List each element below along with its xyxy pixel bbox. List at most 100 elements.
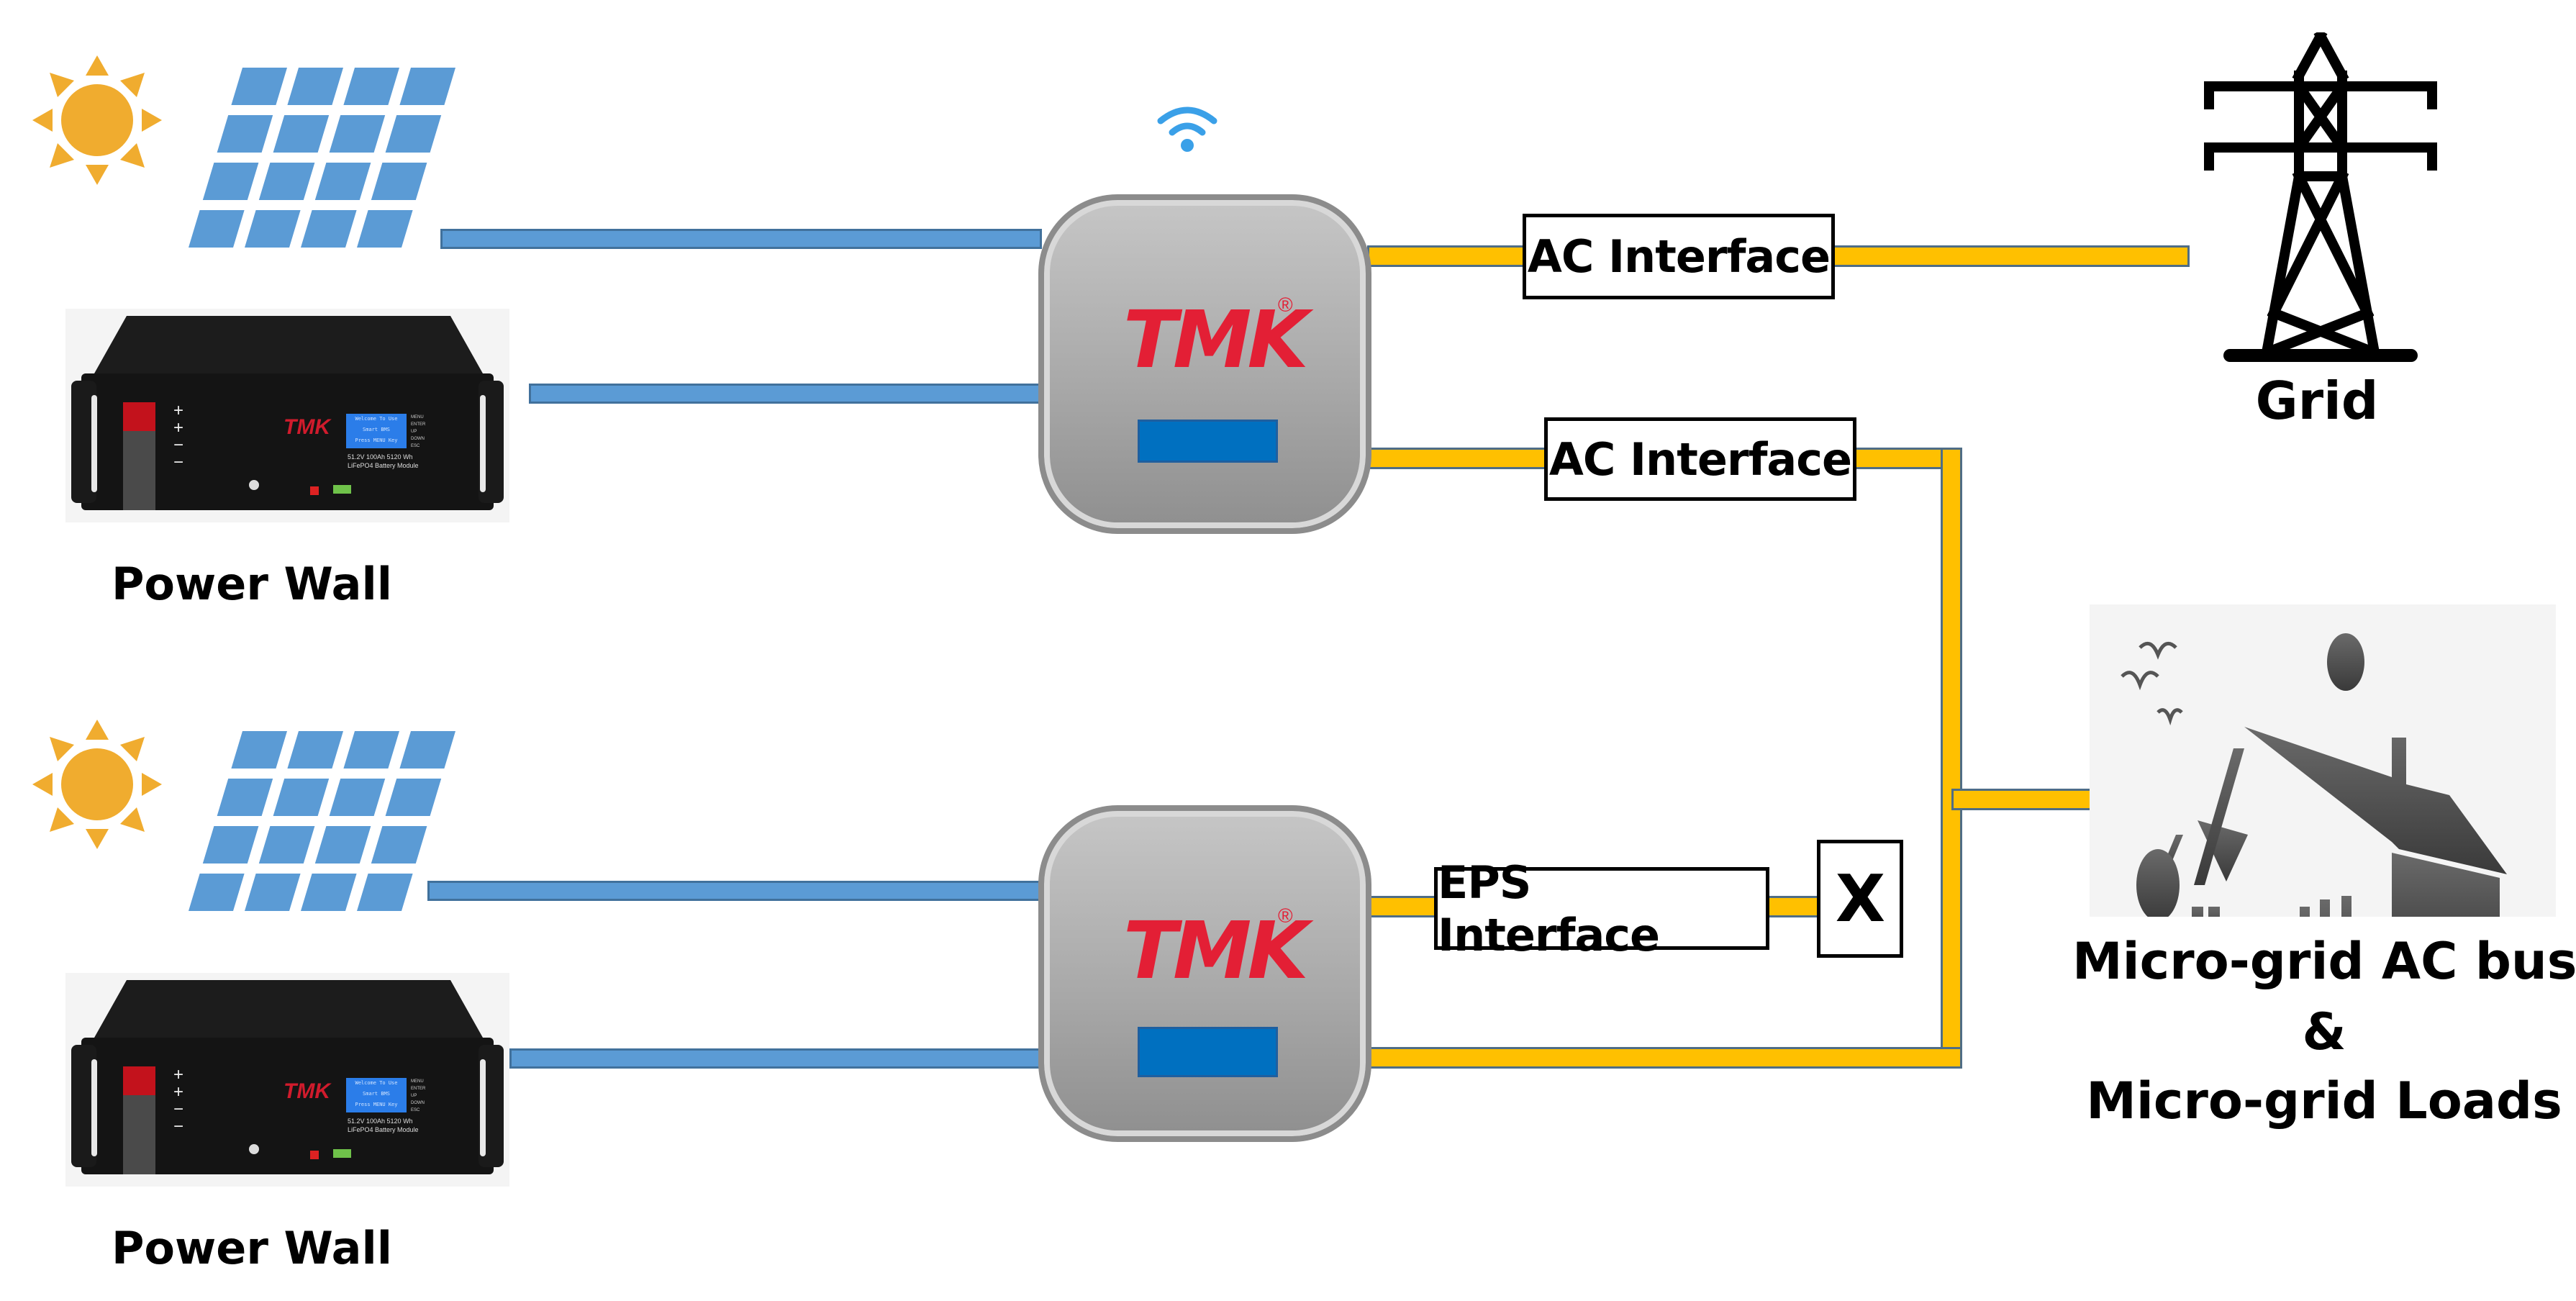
dc-line-pv2-to-inverter2 xyxy=(427,881,1042,901)
solar-cell xyxy=(287,68,343,105)
microgrid-label-line3: Micro-grid Loads xyxy=(2086,1071,2562,1130)
solar-cell xyxy=(258,826,315,863)
battery-button-menu: MENU xyxy=(411,1079,424,1084)
inverter-display xyxy=(1138,1027,1278,1077)
solar-cell xyxy=(273,115,330,153)
power-wall-label: Power Wall xyxy=(111,1222,393,1274)
solar-cell xyxy=(343,68,399,105)
battery-terminals: + + − − xyxy=(173,402,183,471)
house-icon xyxy=(2090,604,2556,917)
solar-cell xyxy=(231,68,287,105)
solar-cell xyxy=(273,779,330,816)
inverter-logo: TMK xyxy=(1123,294,1309,386)
solar-cell xyxy=(287,731,343,769)
battery-button-esc: ESC xyxy=(411,1108,420,1112)
inverter-logo-text: TMK xyxy=(1123,905,1309,997)
terminal-negative: − xyxy=(173,435,184,455)
battery-screen-line: Welcome To Use xyxy=(355,1080,398,1086)
battery-button-enter: ENTER xyxy=(411,1087,426,1091)
battery-rack-icon xyxy=(65,973,509,1187)
solar-cell xyxy=(357,210,413,248)
sun-icon xyxy=(32,720,162,849)
dc-line-pv1-to-inverter1 xyxy=(440,229,1042,249)
solar-cell xyxy=(189,210,245,248)
solar-cell xyxy=(385,115,442,153)
battery-logo: TMK xyxy=(284,1079,330,1103)
battery-buttons: MENU ENTER UP DOWN ESC xyxy=(411,414,425,450)
dc-line-battery2-to-inverter2 xyxy=(509,1048,1042,1069)
eps-disconnected-box: X xyxy=(1817,840,1903,958)
solar-cell xyxy=(301,210,357,248)
wifi-icon xyxy=(1157,106,1217,152)
battery-buttons: MENU ENTER UP DOWN ESC xyxy=(411,1078,425,1114)
solar-cell xyxy=(245,874,301,911)
ac-bus-to-house xyxy=(1951,789,2092,810)
ac-interface-grid-box: AC Interface xyxy=(1523,214,1835,299)
ac-bus-vertical xyxy=(1941,448,1962,1068)
solar-cell xyxy=(329,779,386,816)
battery-screen-line: Welcome To Use xyxy=(355,416,398,422)
solar-cell xyxy=(371,163,427,200)
battery-screen: Welcome To Use Smart BMS Press MENU Key xyxy=(346,1078,407,1112)
inverter-display xyxy=(1138,420,1278,463)
battery-screen-line: Press MENU Key xyxy=(355,1102,398,1107)
solar-panel-icon xyxy=(189,731,455,911)
solar-cell xyxy=(329,115,386,153)
power-wall-label: Power Wall xyxy=(111,558,393,610)
solar-cell xyxy=(385,779,442,816)
solar-cell xyxy=(258,163,315,200)
terminal-positive: + xyxy=(173,1065,184,1084)
solar-cell xyxy=(399,68,455,105)
power-wall-battery: TMK Welcome To Use Smart BMS Press MENU … xyxy=(65,973,509,1187)
battery-screen: Welcome To Use Smart BMS Press MENU Key xyxy=(346,414,407,448)
battery-spec-line2: LiFePO4 Battery Module xyxy=(348,462,419,469)
battery-screen-line: Smart BMS xyxy=(363,1091,390,1097)
solar-cell xyxy=(231,731,287,769)
battery-screen-line: Smart BMS xyxy=(363,427,390,432)
eps-interface-box: EPS Interface xyxy=(1434,856,1769,961)
terminal-positive: + xyxy=(173,1082,184,1102)
battery-button-esc: ESC xyxy=(411,444,420,448)
battery-button-up: UP xyxy=(411,430,417,434)
hybrid-inverter-2: TMK ® xyxy=(1038,805,1371,1142)
solar-cell xyxy=(202,826,259,863)
hybrid-inverter-1: TMK ® xyxy=(1038,194,1371,534)
inverter-logo-text: TMK xyxy=(1123,294,1309,386)
battery-logo: TMK xyxy=(284,415,330,439)
battery-screen-line: Press MENU Key xyxy=(355,438,398,443)
battery-spec-line2: LiFePO4 Battery Module xyxy=(348,1126,419,1133)
terminal-negative: − xyxy=(173,453,184,472)
ac-line-inverter2-to-bus xyxy=(1367,1047,1962,1069)
battery-spec: 51.2V 100Ah 5120 Wh LiFePO4 Battery Modu… xyxy=(348,453,419,470)
sun-icon xyxy=(32,55,162,185)
battery-button-menu: MENU xyxy=(411,415,424,420)
microgrid-label-line2: & xyxy=(2302,1002,2346,1061)
power-wall-battery: TMK Welcome To Use Smart BMS Press MENU … xyxy=(65,309,509,522)
terminal-positive: + xyxy=(173,401,184,420)
solar-cell xyxy=(371,826,427,863)
transmission-tower-icon xyxy=(2204,32,2437,362)
battery-button-down: DOWN xyxy=(411,437,425,441)
solar-cell xyxy=(245,210,301,248)
grid-label: Grid xyxy=(2255,371,2379,431)
dc-line-battery1-to-inverter1 xyxy=(529,384,1042,404)
solar-cell xyxy=(202,163,259,200)
battery-button-enter: ENTER xyxy=(411,422,426,427)
battery-spec: 51.2V 100Ah 5120 Wh LiFePO4 Battery Modu… xyxy=(348,1117,419,1134)
terminal-positive: + xyxy=(173,418,184,438)
registered-mark: ® xyxy=(1278,294,1293,316)
battery-spec-line1: 51.2V 100Ah 5120 Wh xyxy=(348,1118,413,1125)
ac-interface-microgrid-box: AC Interface xyxy=(1544,417,1856,501)
battery-button-down: DOWN xyxy=(411,1101,425,1105)
solar-panel-icon xyxy=(189,68,455,248)
solar-cell xyxy=(399,731,455,769)
microgrid-label-line1: Micro-grid AC bus xyxy=(2072,932,2576,991)
inverter-logo: TMK xyxy=(1123,905,1309,997)
solar-cell xyxy=(314,826,371,863)
solar-cell xyxy=(314,163,371,200)
battery-button-up: UP xyxy=(411,1094,417,1098)
solar-cell xyxy=(357,874,413,911)
terminal-negative: − xyxy=(173,1117,184,1136)
terminal-negative: − xyxy=(173,1100,184,1119)
solar-cell xyxy=(189,874,245,911)
